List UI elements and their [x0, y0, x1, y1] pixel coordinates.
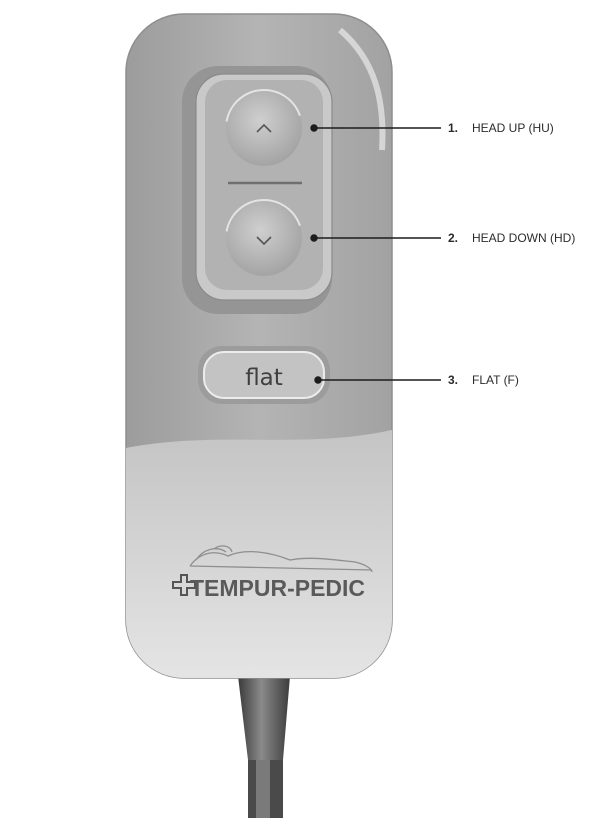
- callout-head-up: 1. HEAD UP (HU): [448, 121, 554, 135]
- chevron-down-icon: [256, 236, 272, 246]
- callout-label: FLAT (F): [472, 373, 519, 387]
- callout-head-down: 2. HEAD DOWN (HD): [448, 231, 575, 245]
- leader-lines: [310, 124, 441, 384]
- head-down-button[interactable]: [220, 194, 308, 282]
- callout-number: 1.: [448, 121, 459, 135]
- callout-label: HEAD DOWN (HD): [472, 231, 576, 245]
- callout-number: 3.: [448, 373, 459, 387]
- power-cord: [238, 676, 290, 818]
- plus-cross-icon: [172, 574, 196, 596]
- flat-button-label: flat: [245, 365, 283, 391]
- brand-wordmark: TEMPUR-PEDIC: [190, 575, 365, 601]
- flat-button[interactable]: flat: [198, 346, 330, 404]
- callout-number: 2.: [448, 231, 459, 245]
- callout-flat: 3. FLAT (F): [448, 373, 519, 387]
- brand-logo: TEMPUR-PEDIC: [172, 574, 365, 601]
- head-up-button[interactable]: [220, 84, 308, 172]
- callout-label: HEAD UP (HU): [472, 121, 554, 135]
- chevron-up-icon: [256, 123, 272, 133]
- sleeping-figure-icon: [189, 545, 373, 573]
